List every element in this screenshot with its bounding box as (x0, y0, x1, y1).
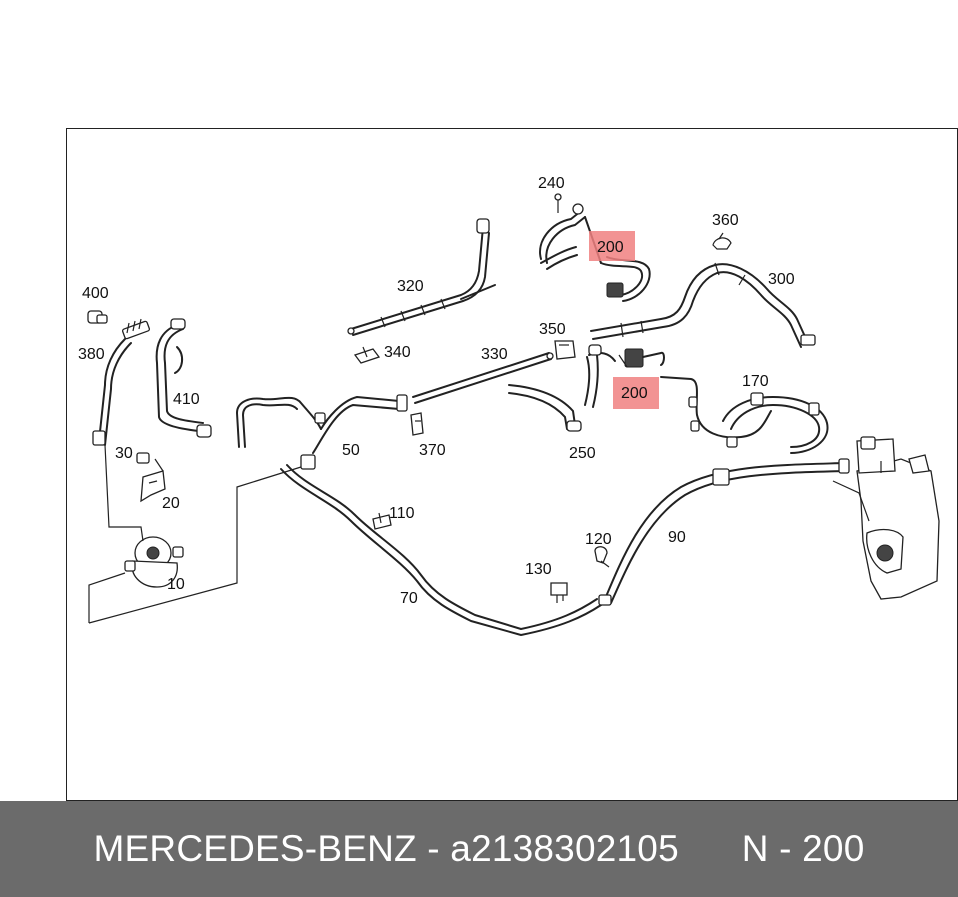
part-170-hose (660, 376, 829, 454)
label-20: 20 (162, 495, 180, 512)
parts-diagram: 240 200 360 300 320 400 380 350 340 330 … (78, 175, 940, 636)
label-320: 320 (397, 278, 424, 295)
part-370-bracket (410, 412, 424, 436)
footer-text: MERCEDES-BENZ - a2138302105 N - 200 (94, 828, 865, 870)
part-360-clip (712, 232, 732, 250)
label-90: 90 (668, 529, 686, 546)
part-380-hose (92, 318, 151, 446)
part-110-clip (372, 512, 392, 530)
part-250-hose (508, 344, 602, 432)
label-110: 110 (389, 505, 415, 522)
highlight-box-200-upper (589, 231, 635, 261)
label-380: 380 (78, 346, 105, 363)
highlight-box-200-lower (613, 377, 659, 409)
part-350-fitting (554, 340, 576, 360)
part-410-hose (155, 318, 212, 438)
part-info-footer: MERCEDES-BENZ - a2138302105 N - 200 (0, 801, 958, 897)
label-350: 350 (539, 321, 566, 338)
part-340-clip (353, 346, 381, 364)
label-10: 10 (167, 576, 185, 593)
label-130: 130 (525, 561, 552, 578)
part-30-bracket (136, 452, 164, 472)
label-360: 360 (712, 212, 739, 229)
part-50-hose (236, 394, 408, 470)
part-70-line (280, 464, 602, 636)
part-130-clip (550, 582, 568, 603)
label-50: 50 (342, 442, 360, 459)
brand-name: MERCEDES-BENZ (93, 828, 417, 869)
part-90-line (598, 458, 850, 606)
label-70: 70 (400, 590, 418, 607)
part-10-pump (88, 444, 302, 624)
label-30: 30 (115, 445, 133, 462)
part-320-pipe (347, 218, 496, 336)
label-340: 340 (384, 344, 411, 361)
part-200-lower-connector (588, 348, 665, 368)
label-370: 370 (419, 442, 446, 459)
label-410: 410 (173, 391, 200, 408)
label-330: 330 (481, 346, 508, 363)
position-label: N - 200 (741, 828, 865, 869)
label-170: 170 (742, 373, 769, 390)
part-300-hose (590, 262, 816, 348)
part-400-bolt (87, 310, 108, 324)
label-240: 240 (538, 175, 565, 192)
label-200-upper[interactable]: 200 (597, 239, 624, 256)
part-number: a2138302105 (450, 828, 679, 869)
part-120-clip (594, 546, 610, 568)
part-200-upper-connector (600, 256, 651, 302)
label-400: 400 (82, 285, 109, 302)
part-expansion-tank (832, 436, 940, 600)
footer-separator: - (416, 828, 451, 869)
part-330-tube (412, 352, 554, 404)
parts-diagram-frame: 240 200 360 300 320 400 380 350 340 330 … (66, 128, 958, 801)
label-200-lower[interactable]: 200 (621, 385, 648, 402)
part-20-bracket (140, 470, 166, 503)
label-300: 300 (768, 271, 795, 288)
label-250: 250 (569, 445, 596, 462)
label-120: 120 (585, 531, 612, 548)
